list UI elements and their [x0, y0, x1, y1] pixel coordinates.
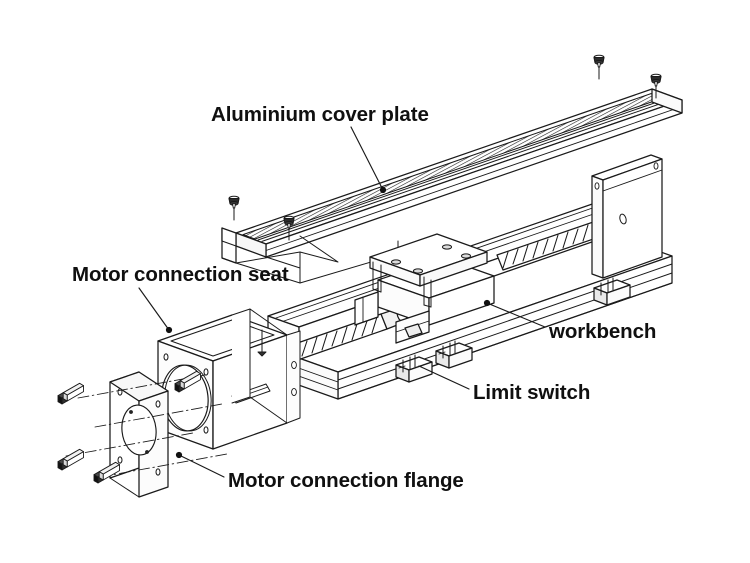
limit-switch: [395, 354, 433, 383]
aluminium-cover-plate-part: [221, 88, 683, 284]
limit-switch: [435, 340, 473, 369]
bolt-icon: [93, 461, 121, 484]
label-motor-connection-seat: Motor connection seat: [72, 263, 289, 286]
motor-connection-flange: [109, 371, 169, 498]
leader-motor-seat: [138, 287, 170, 331]
leader-motor-flange: [178, 454, 225, 478]
label-aluminium-cover-plate: Aluminium cover plate: [211, 103, 429, 126]
right-end-plate: [591, 154, 663, 279]
label-workbench: workbench: [549, 320, 657, 343]
leader-limit-switch: [418, 365, 470, 390]
bolt-icon: [57, 382, 85, 405]
workbench-carriage: [354, 233, 495, 344]
leader-lines: [138, 126, 546, 478]
limit-switch-blocks: [395, 277, 631, 383]
bolt-icon: [57, 448, 85, 471]
label-limit-switch: Limit switch: [473, 381, 591, 404]
label-motor-connection-flange: Motor connection flange: [228, 469, 464, 492]
screw-icon: [228, 195, 240, 221]
leader-cover-plate: [350, 126, 384, 191]
screw-icon: [593, 54, 605, 80]
leader-workbench: [486, 302, 546, 328]
flange-bolts: [57, 370, 228, 484]
limit-switch: [593, 277, 631, 306]
